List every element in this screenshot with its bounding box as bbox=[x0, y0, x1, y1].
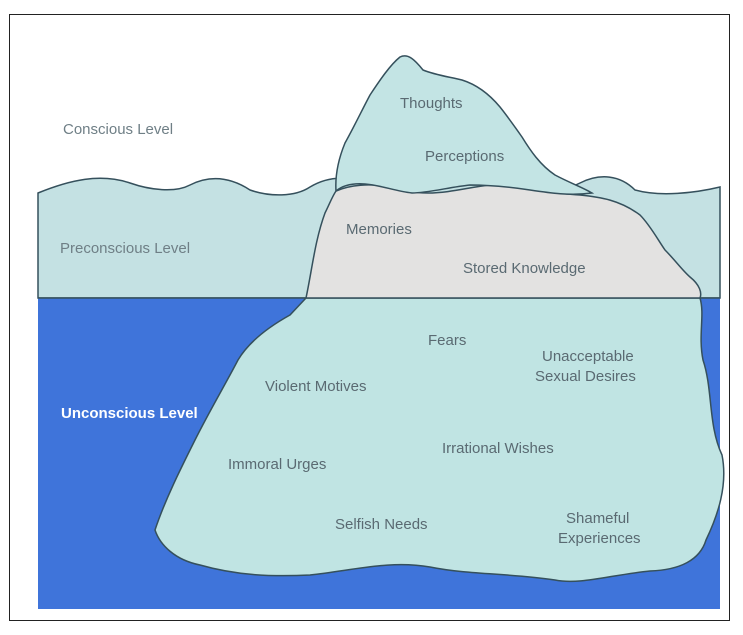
label-thoughts: Thoughts bbox=[400, 95, 463, 112]
label-memories: Memories bbox=[346, 221, 412, 238]
label-shameful: Shameful bbox=[566, 510, 629, 527]
iceberg-diagram: Conscious Level Preconscious Level Uncon… bbox=[37, 55, 725, 609]
label-irrational-wishes: Irrational Wishes bbox=[442, 440, 554, 457]
label-fears: Fears bbox=[428, 332, 466, 349]
conscious-level-label: Conscious Level bbox=[63, 121, 173, 138]
label-immoral-urges: Immoral Urges bbox=[228, 456, 326, 473]
label-perceptions: Perceptions bbox=[425, 148, 504, 165]
unconscious-level-label: Unconscious Level bbox=[61, 405, 198, 422]
iceberg-conscious-part bbox=[335, 55, 595, 195]
label-stored-knowledge: Stored Knowledge bbox=[463, 260, 586, 277]
preconscious-level-label: Preconscious Level bbox=[60, 240, 190, 257]
label-sexual-desires: Sexual Desires bbox=[535, 368, 636, 385]
label-violent-motives: Violent Motives bbox=[265, 378, 366, 395]
iceberg-unconscious-part bbox=[154, 297, 725, 583]
label-experiences: Experiences bbox=[558, 530, 641, 547]
diagram-frame: Conscious Level Preconscious Level Uncon… bbox=[9, 14, 730, 621]
label-selfish-needs: Selfish Needs bbox=[335, 516, 428, 533]
label-unacceptable: Unacceptable bbox=[542, 348, 634, 365]
